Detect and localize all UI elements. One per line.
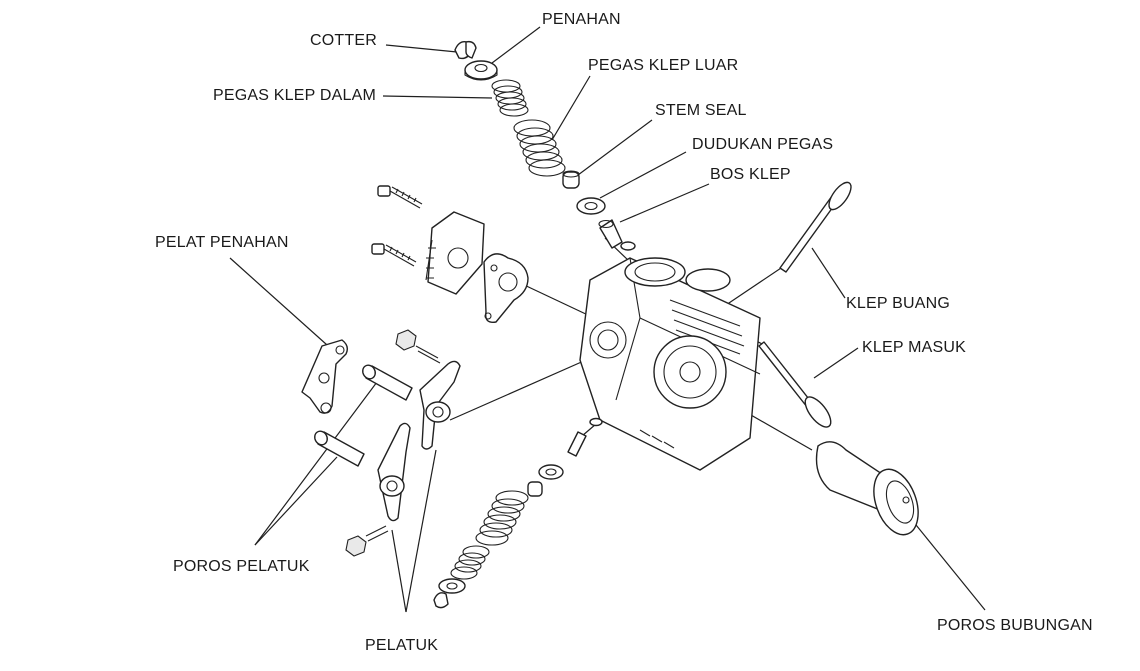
camshaft-part — [815, 441, 919, 536]
stem-seal-part — [562, 170, 580, 189]
label-stem-seal: STEM SEAL — [655, 102, 747, 119]
label-pelatuk: PELATUK — [365, 637, 439, 654]
bolts-part — [371, 185, 423, 267]
inner-spring-part — [491, 79, 529, 117]
outer-spring-part — [513, 119, 566, 177]
intake-valve-part — [758, 341, 832, 428]
cylinder-head-part — [579, 257, 761, 471]
label-pegas-klep-dalam: PEGAS KLEP DALAM — [213, 87, 376, 104]
penahan-part — [464, 60, 498, 81]
label-dudukan-pegas: DUDUKAN PEGAS — [692, 136, 834, 153]
label-klep-masuk: KLEP MASUK — [862, 339, 966, 356]
lower-valve-guide-part — [567, 417, 603, 457]
lower-stem-seal-part — [527, 481, 543, 497]
cotter-part — [454, 40, 477, 60]
lower-outer-spring-part — [475, 490, 529, 546]
label-pegas-klep-luar: PEGAS KLEP LUAR — [588, 57, 739, 74]
rocker-arm-lower-part — [377, 422, 411, 522]
retainer-bracket-part — [301, 339, 349, 414]
label-bos-klep: BOS KLEP — [710, 166, 791, 183]
valve-guide-part — [598, 219, 636, 251]
retainer-plate-part — [425, 211, 485, 295]
lower-cotter-part — [433, 592, 449, 609]
lower-spring-seat-part — [538, 464, 564, 480]
spring-seat-part — [576, 197, 606, 215]
adjuster-nuts-part — [345, 329, 441, 557]
lower-retainer-part — [438, 578, 466, 594]
label-poros-pelatuk: POROS PELATUK — [173, 558, 310, 575]
rocker-shaft-lower-part — [314, 430, 365, 467]
rocker-arm-upper-part — [419, 360, 461, 450]
rocker-shaft-upper-part — [362, 364, 413, 401]
lower-inner-spring-part — [450, 545, 490, 580]
label-klep-buang: KLEP BUANG — [846, 295, 950, 312]
label-cotter: COTTER — [310, 32, 377, 49]
exhaust-valve-part — [779, 181, 852, 273]
label-pelat-penahan: PELAT PENAHAN — [155, 234, 289, 251]
gasket-part — [483, 253, 529, 323]
label-poros-bubungan: POROS BUBUNGAN — [937, 617, 1093, 634]
label-penahan: PENAHAN — [542, 11, 621, 28]
